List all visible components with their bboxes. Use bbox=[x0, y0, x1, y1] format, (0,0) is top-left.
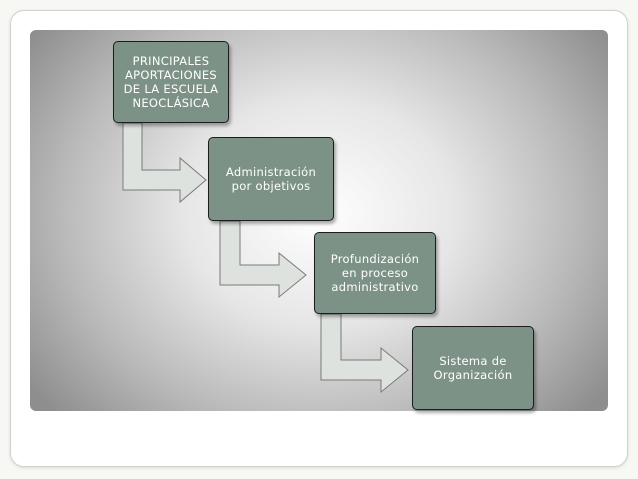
connector-arrow-1 bbox=[122, 122, 207, 204]
connector-arrow-3 bbox=[320, 313, 409, 394]
step-box-management-by-objectives: Administración por objetivos bbox=[208, 137, 334, 221]
step-label: Profundización en proceso administrativo bbox=[330, 252, 420, 294]
step-box-organization-system: Sistema de Organización bbox=[412, 326, 534, 410]
step-label: Sistema de Organización bbox=[433, 354, 513, 382]
step-box-administrative-process: Profundización en proceso administrativo bbox=[314, 232, 436, 314]
step-label: PRINCIPALES APORTACIONES DE LA ESCUELA N… bbox=[123, 54, 219, 110]
step-box-neoclassical-contributions: PRINCIPALES APORTACIONES DE LA ESCUELA N… bbox=[113, 41, 229, 123]
step-label: Administración por objetivos bbox=[225, 165, 317, 193]
connector-arrow-2 bbox=[219, 220, 307, 299]
